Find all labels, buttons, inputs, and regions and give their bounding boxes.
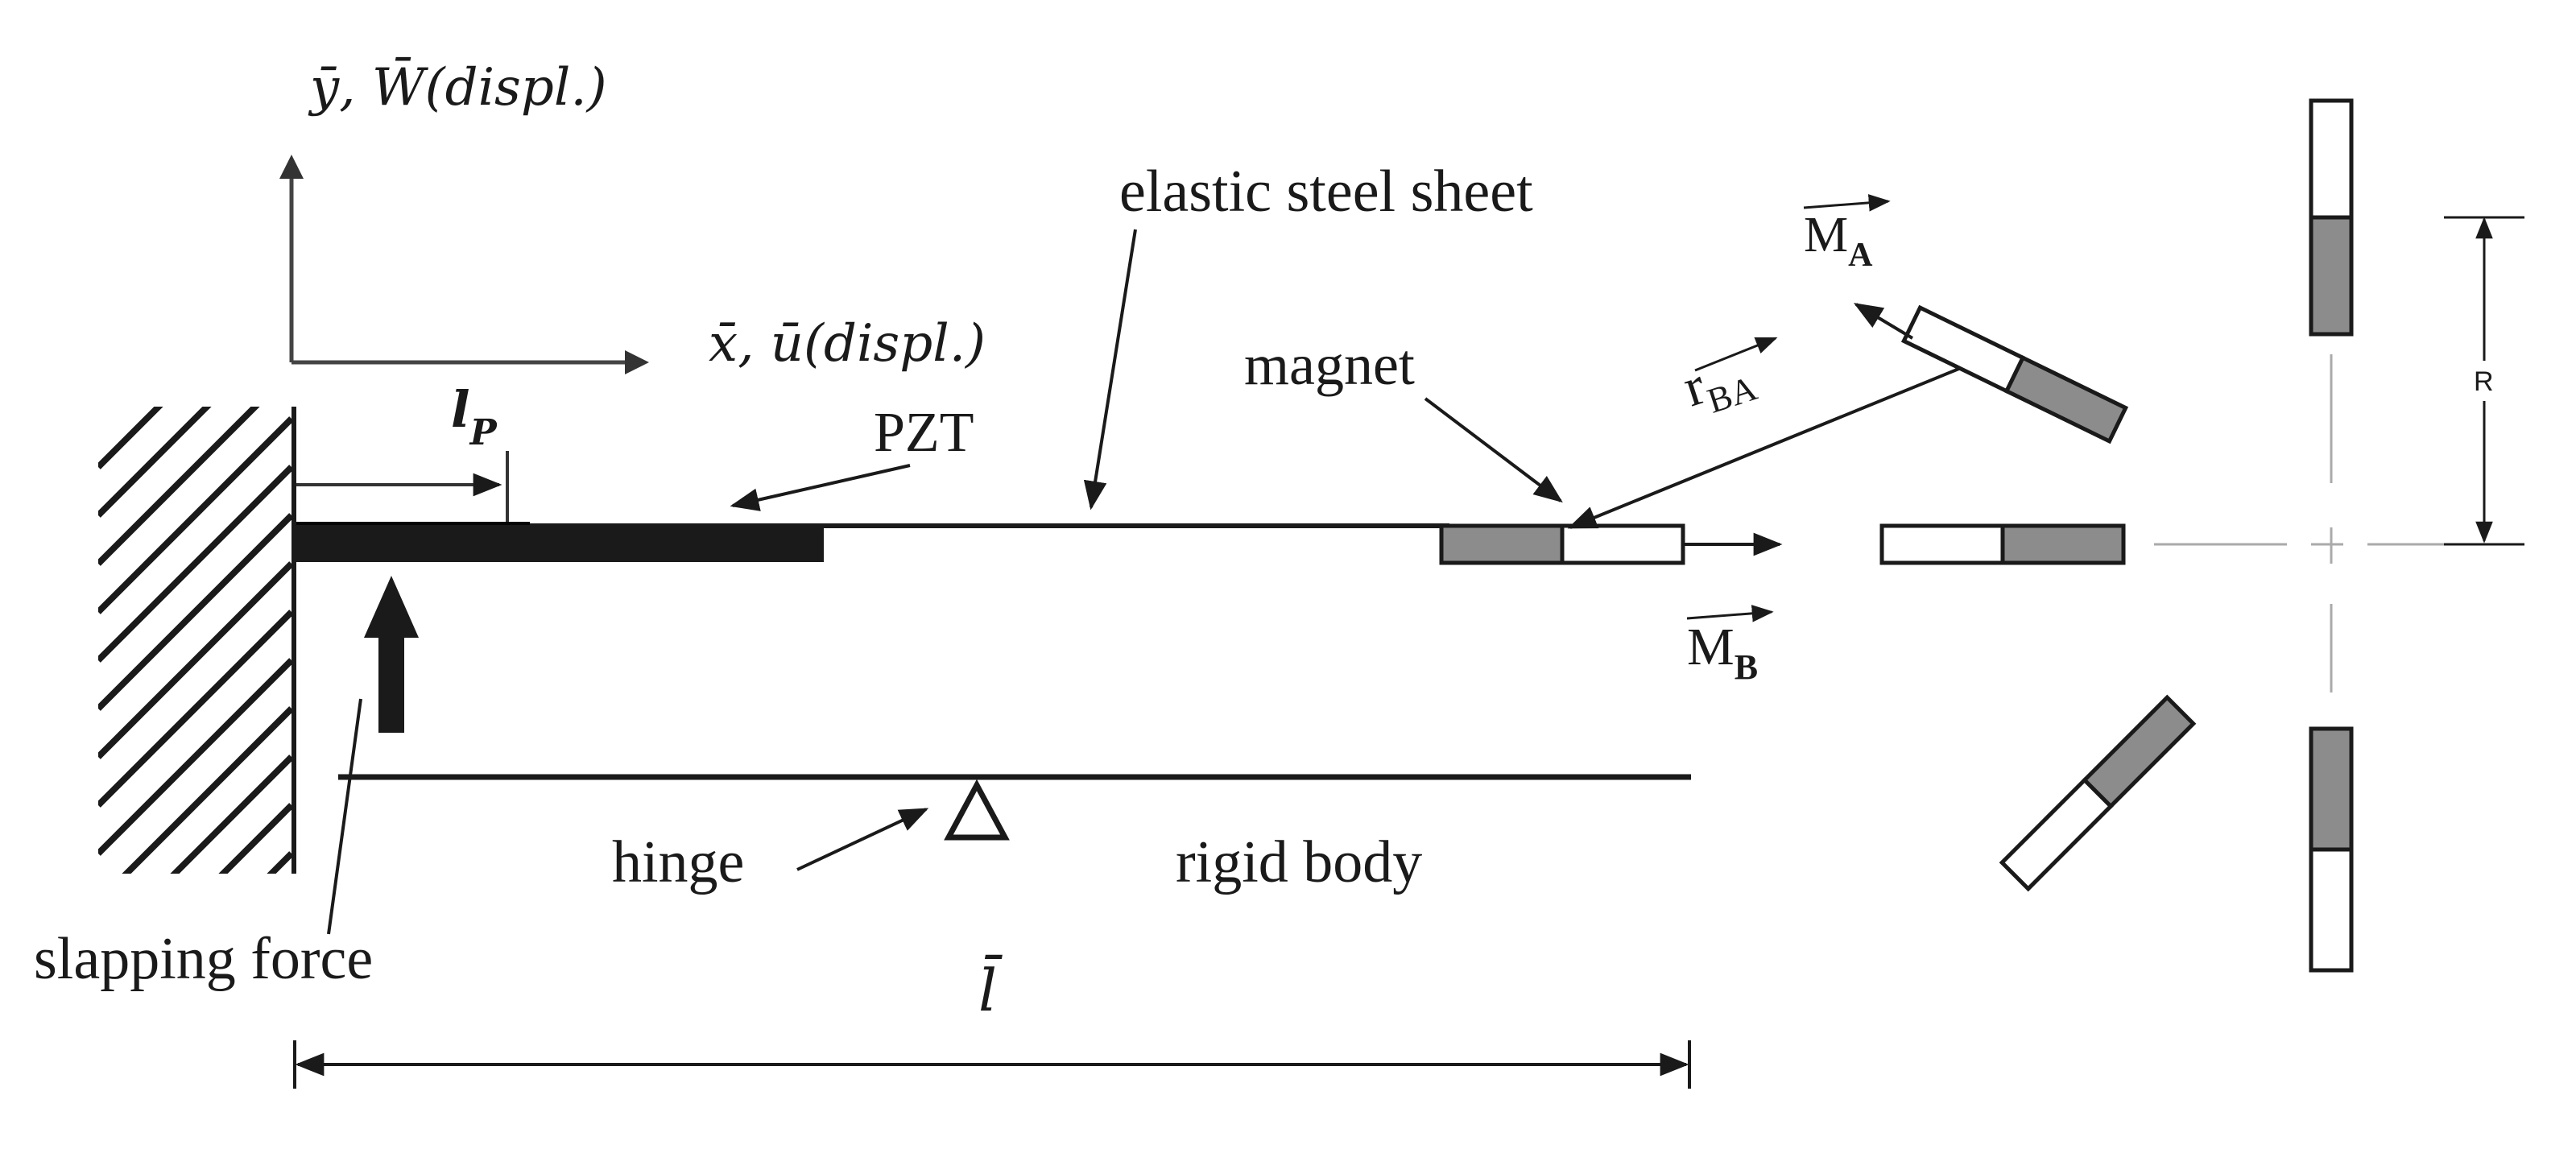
coordinate-axes (279, 155, 649, 374)
y-axis-label: ȳ, W̄(displ.) (308, 56, 607, 118)
length-dimension (293, 1040, 1691, 1089)
lp-subscript: P (469, 412, 498, 453)
ma-label: MA (1803, 194, 1891, 274)
pzt-layer (296, 525, 824, 562)
lp-label: lP (451, 380, 498, 453)
ma-main: M (1804, 208, 1848, 262)
slapping-force-arrow (364, 576, 419, 733)
tip-magnet-b (1439, 523, 1685, 565)
ma-arrow (1853, 303, 1914, 340)
external-magnet-a (1900, 304, 2129, 444)
mb-main: M (1687, 618, 1735, 676)
slapping-force-label: slapping force (34, 926, 373, 992)
rba-vector (1567, 365, 1966, 529)
mb-subscript: B (1735, 647, 1758, 687)
x-axis-label: x̄, ū(displ.) (709, 314, 986, 374)
lp-dimension (296, 451, 509, 523)
magnet-leader-arrow (1424, 397, 1563, 503)
mb-label: MB (1686, 605, 1774, 687)
length-label: l̄ (978, 953, 1003, 1024)
svg-text:MA: MA (1804, 208, 1873, 274)
external-magnet-right (1879, 523, 2126, 565)
external-magnet-bottom (2309, 726, 2354, 973)
ma-subscript: A (1848, 237, 1873, 274)
disk-center-lines (2154, 354, 2512, 692)
steel-sheet-label: elastic steel sheet (1119, 159, 1533, 225)
svg-text:rBA: rBA (1676, 339, 1762, 427)
pzt-label: PZT (874, 402, 974, 464)
clamped-wall (98, 407, 296, 874)
magnet-label: magnet (1244, 333, 1415, 397)
slapping-force-leader (327, 698, 362, 935)
steel-sheet-leader-arrow (1083, 229, 1137, 511)
radius-label: R (2474, 366, 2494, 397)
rigid-body-label: rigid body (1176, 829, 1422, 895)
external-magnet-top (2309, 98, 2354, 337)
rba-label: rBA (1676, 337, 1778, 427)
lp-main: l (451, 380, 470, 439)
cantilever-beam (296, 522, 1449, 562)
hinge-leader-arrow (796, 808, 929, 871)
svg-text:MB: MB (1687, 618, 1758, 687)
rba-subscript: BA (1702, 368, 1761, 421)
pzt-leader-arrow (730, 464, 911, 511)
hinge-label: hinge (612, 829, 744, 895)
external-magnet-lower-left (1999, 694, 2197, 892)
hinge-triangle (944, 779, 1010, 841)
